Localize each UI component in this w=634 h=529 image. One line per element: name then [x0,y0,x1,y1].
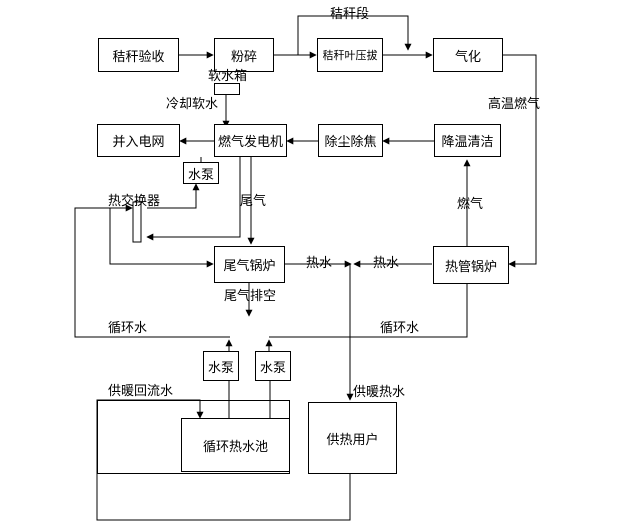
heat-users-box: 供热用户 [308,402,397,474]
label-high-temp-gas: 高温燃气 [488,97,541,112]
cooling-clean-box: 降温清洁 [434,124,501,157]
line-generator-to-exchanger [146,157,241,241]
gas-generator-box: 燃气发电机 [214,124,287,157]
pump-left-box: 水泵 [203,351,239,381]
label-circ-water-left: 循环水 [108,321,148,336]
line-high-temp-gas [503,54,537,268]
circulating-pool-box: 循环热水池 [181,418,290,472]
pump-top-box: 水泵 [183,162,219,184]
label-soft-tank: 软水箱 [208,69,248,84]
line-circ-water-right [269,284,468,338]
heat-exchanger-tube [132,201,142,243]
line-exchanger-to-pump-top [147,183,200,209]
label-heat-exchanger: 热交换器 [108,194,161,209]
gasify-box: 气化 [433,38,503,72]
label-fuel-gas: 燃气 [457,197,484,212]
label-hot-water-left: 热水 [306,256,333,271]
line-straw-segment-bypass [297,15,412,55]
crusher-box: 粉碎 [214,38,274,72]
soft-water-tank-box [214,83,240,95]
grid-box: 并入电网 [97,124,180,157]
straw-compress-box: 秸秆叶压拔 [317,38,383,72]
label-exhaust-gas: 尾气 [240,194,267,209]
label-hot-water-right: 热水 [373,256,400,271]
label-heating-hot-water: 供暖热水 [353,385,406,400]
dust-removal-box: 除尘除焦 [318,124,383,157]
label-exhaust-vent: 尾气排空 [224,289,277,304]
pump-right-box: 水泵 [255,351,291,381]
label-return-water: 供暖回流水 [108,384,174,399]
line-exchanger-to-exhaust-boiler [109,208,214,268]
exhaust-boiler-box: 尾气锅炉 [214,246,285,283]
label-cooling-soft-water: 冷却软水 [166,97,219,112]
label-circ-water-right: 循环水 [380,321,420,336]
label-straw-segment: 秸秆段 [330,7,370,22]
straw-intake-box: 秸秆验收 [98,38,179,72]
heatpipe-boiler-box: 热管锅炉 [433,246,509,284]
line-circ-water-left [74,204,230,338]
